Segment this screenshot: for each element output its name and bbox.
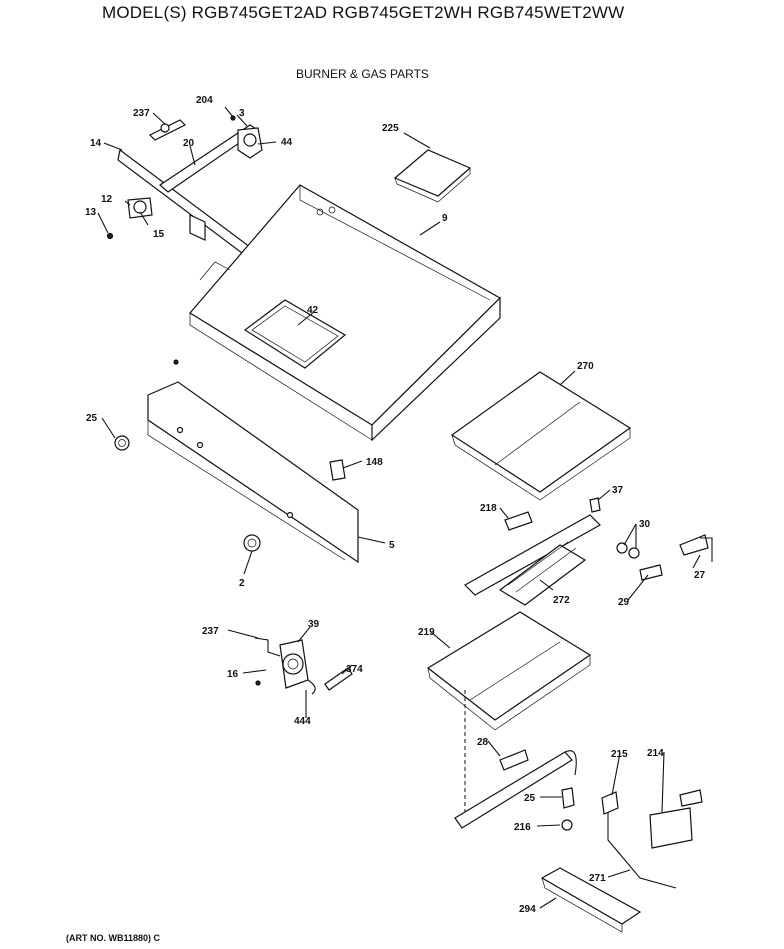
valve-assembly — [254, 637, 353, 695]
callout-2: 2 — [239, 578, 245, 589]
callout-39: 39 — [308, 619, 320, 630]
callout-219: 219 — [418, 627, 435, 638]
callout-25-right: 25 — [524, 793, 536, 804]
callout-16: 16 — [227, 669, 239, 680]
callout-44: 44 — [281, 137, 293, 148]
callout-20: 20 — [183, 138, 195, 149]
callout-14: 14 — [90, 138, 102, 149]
callout-5: 5 — [389, 540, 395, 551]
callout-3: 3 — [239, 108, 245, 119]
callout-28: 28 — [477, 737, 489, 748]
oven-burner-assembly — [454, 690, 577, 831]
callout-12: 12 — [101, 194, 113, 205]
callout-148: 148 — [366, 457, 383, 468]
callout-25-left: 25 — [86, 413, 98, 424]
igniter-valve-assembly — [540, 789, 703, 933]
part-callouts: 237 204 3 14 20 44 225 12 13 15 9 42 270… — [85, 95, 706, 915]
callout-27: 27 — [694, 570, 706, 581]
callout-237-top: 237 — [133, 108, 150, 119]
callout-216: 216 — [514, 822, 531, 833]
leader-lines — [97, 106, 701, 909]
callout-204: 204 — [196, 95, 213, 106]
shield-219 — [426, 611, 592, 731]
art-number: (ART NO. WB11880) C — [66, 933, 161, 943]
callout-13: 13 — [85, 207, 97, 218]
broil-burner-assembly — [464, 497, 713, 606]
callout-9: 9 — [442, 213, 448, 224]
section-title: BURNER & GAS PARTS — [296, 67, 429, 81]
callout-15: 15 — [153, 229, 165, 240]
callout-29: 29 — [618, 597, 630, 608]
callout-218: 218 — [480, 503, 497, 514]
callout-225: 225 — [382, 123, 399, 134]
cover-plate-225 — [393, 149, 472, 203]
callout-374: 374 — [346, 664, 363, 675]
callout-215: 215 — [611, 749, 628, 760]
callout-214: 214 — [647, 748, 664, 759]
callout-294: 294 — [519, 904, 536, 915]
callout-42: 42 — [307, 305, 319, 316]
callout-271: 271 — [589, 873, 606, 884]
model-header: MODEL(S) RGB745GET2AD RGB745GET2WH RGB74… — [102, 3, 625, 22]
shield-270 — [450, 371, 632, 501]
front-bracket-5 — [114, 359, 359, 564]
callout-272: 272 — [553, 595, 570, 606]
callout-444: 444 — [294, 716, 311, 727]
callout-37: 37 — [612, 485, 624, 496]
callout-237-valve: 237 — [202, 626, 219, 637]
burner-box — [189, 184, 501, 442]
callout-270: 270 — [577, 361, 594, 372]
callout-30: 30 — [639, 519, 651, 530]
